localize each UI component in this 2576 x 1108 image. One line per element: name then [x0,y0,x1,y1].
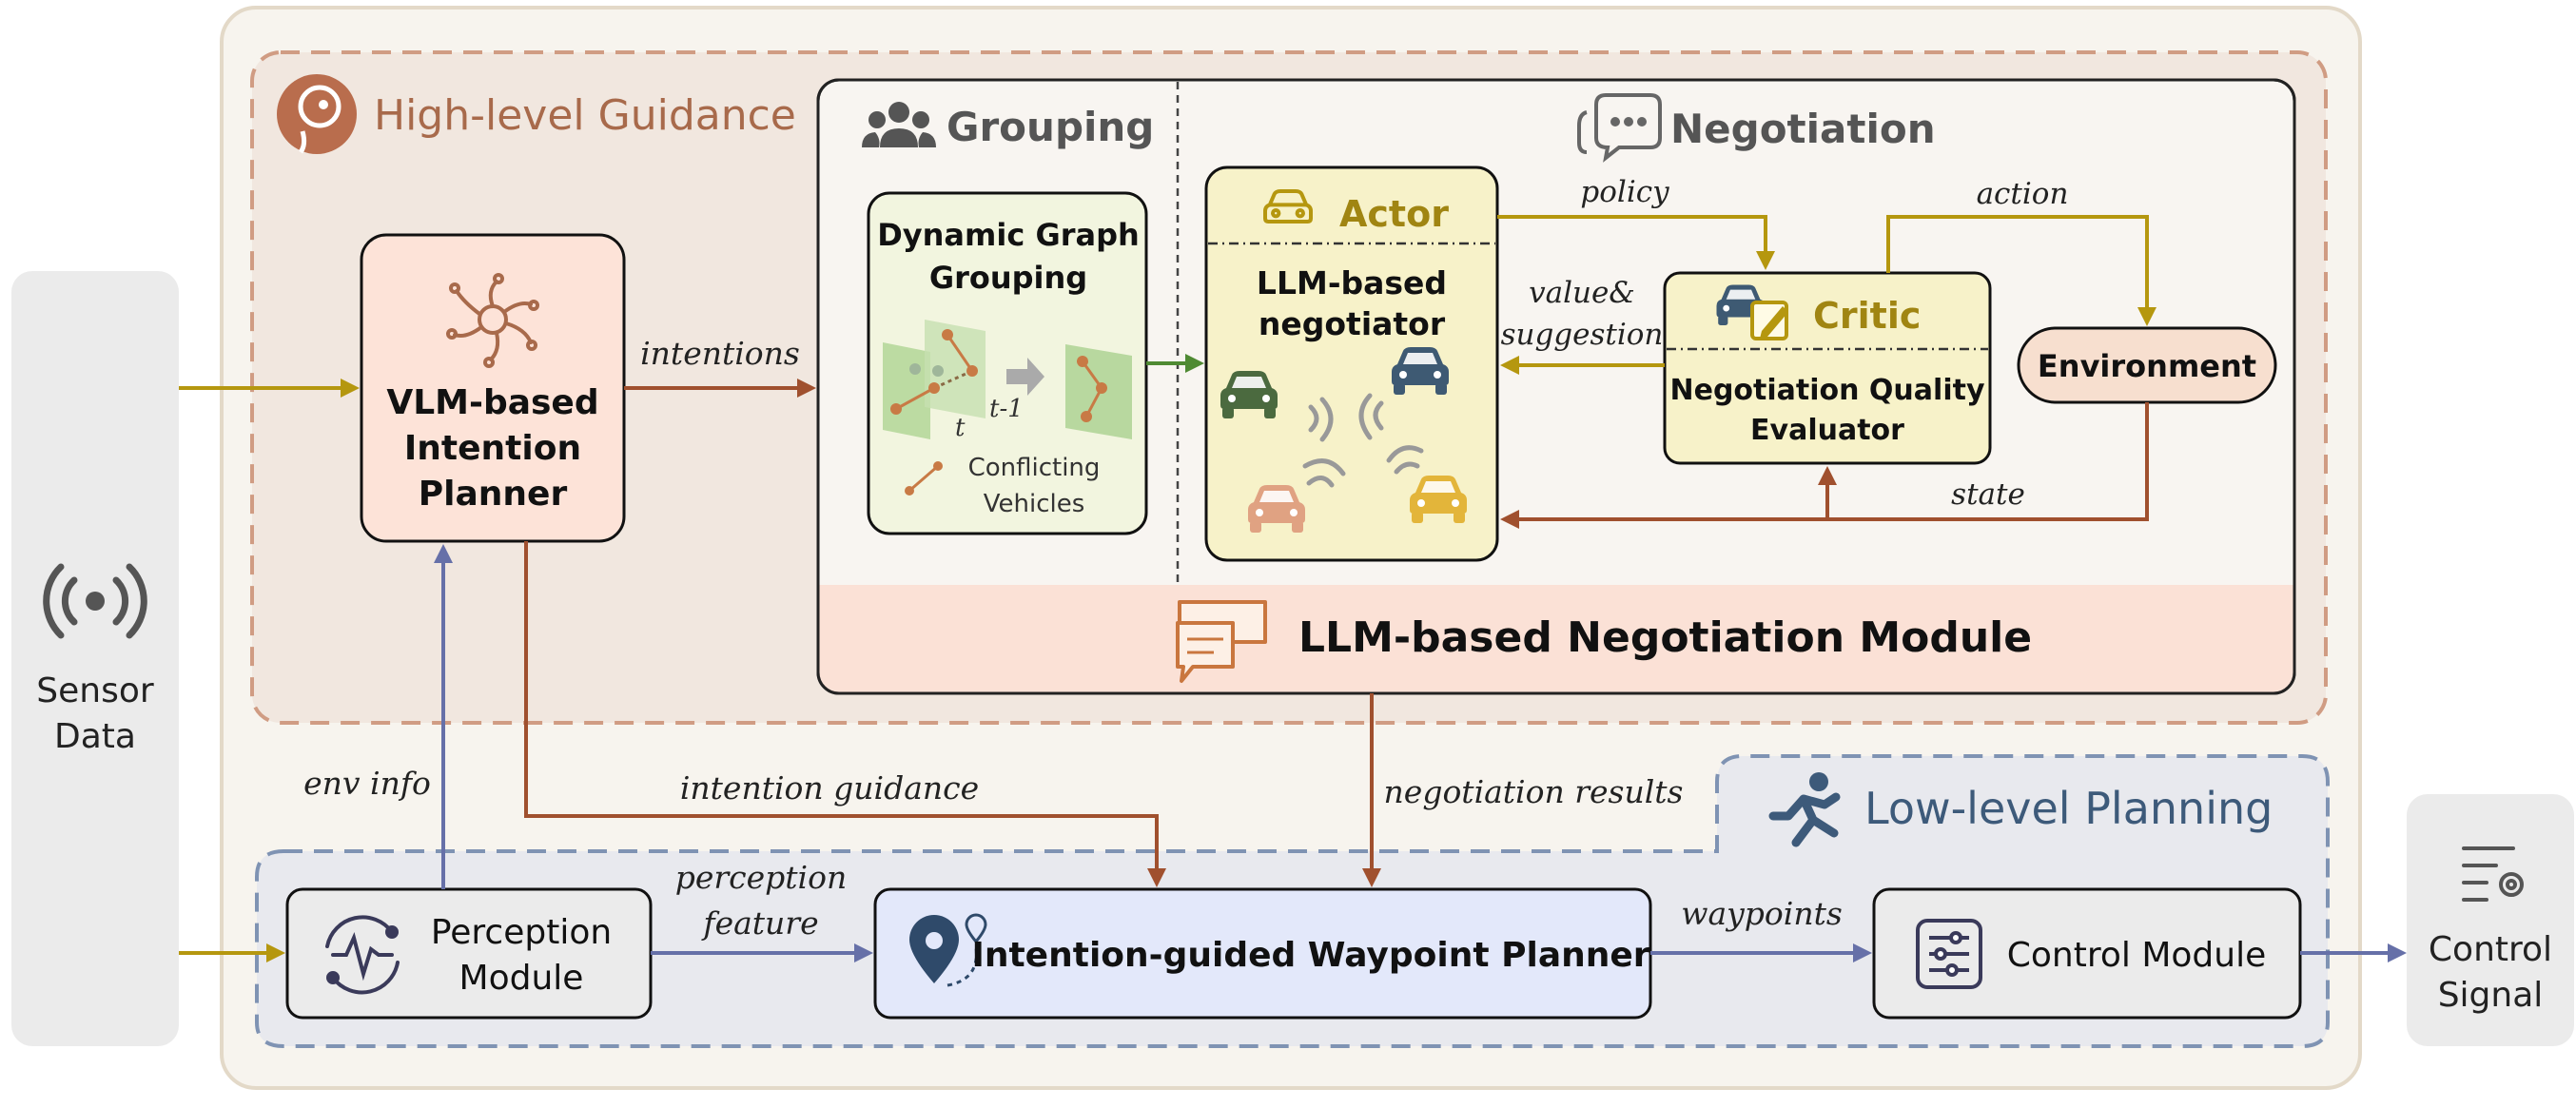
planner-line2: Intention [404,429,581,468]
sensor-label-line1: Sensor [36,671,154,710]
location-pin-icon [909,913,987,987]
low-level-title: Low-level Planning [1864,783,2273,834]
intention-guidance-arrow [524,541,1166,887]
edge-label-waypoints: waypoints [1681,895,1843,932]
thinking-person-icon [277,74,357,154]
edge-label-value: value& [1529,276,1635,310]
chat-bubble-icon [1577,93,1662,163]
edge-label-action: action [1977,177,2069,211]
negotiation-module-title: LLM-based Negotiation Module [1298,613,2032,662]
actor-title: Actor [1339,193,1449,235]
edge-label-intentions: intentions [640,335,800,372]
legend-line1: Conflicting [968,454,1101,482]
conflicting-vehicles-legend-icon [905,461,943,496]
edge-label-intention-guidance: intention guidance [680,769,979,807]
control-signal-line2: Signal [2438,976,2544,1015]
edge-label-suggestion: suggestion [1501,318,1664,352]
edit-icon [1750,301,1788,340]
group-icon [862,102,936,147]
signal-waves-icon [1302,393,1424,488]
negotiation-module-border [816,78,2296,695]
perception-wave-icon [325,915,400,995]
running-person-icon [1768,772,1841,847]
settings-doc-icon [2462,846,2524,902]
edge-label-feature: feature [700,904,818,942]
legend-line2: Vehicles [984,490,1085,518]
planner-line3: Planner [419,475,568,514]
policy-arrow [1497,215,1775,270]
grouping-title: Grouping [946,104,1154,150]
edge-label-state: state [1951,477,2025,512]
signal-icon [43,563,147,639]
grouping-box-line2: Grouping [929,260,1087,296]
edge-label-negotiation-results: negotiation results [1384,773,1684,810]
critic-line2: Evaluator [1750,414,1904,447]
network-hub-icon [446,273,539,368]
critic-title: Critic [1813,295,1921,337]
edge-label-policy: policy [1580,175,1669,209]
control-signal-panel [2407,794,2574,1046]
sensor-label-line2: Data [54,717,136,756]
waypoint-planner-label: Intention-guided Waypoint Planner [971,936,1649,975]
perception-line1: Perception [431,913,612,952]
actor-line2: negotiator [1259,305,1446,342]
critic-line1: Negotiation Quality [1669,374,1984,407]
messages-icon [1176,600,1267,683]
grouping-box-line1: Dynamic Graph [877,217,1140,253]
car-icon [1262,188,1314,224]
planner-line1: VLM-based [386,383,598,422]
high-level-title: High-level Guidance [374,91,796,140]
sensor-data-panel [11,271,179,1046]
control-module-label: Control Module [2007,936,2266,975]
actor-box [1204,165,1499,562]
perception-line2: Module [459,959,584,998]
graph-frame-t-1 [1065,344,1132,439]
edge-label-perception: perception [675,859,848,896]
sliders-icon [1916,919,1982,989]
state-arrow [1500,402,2149,529]
action-arrow [1886,215,2156,326]
control-signal-line1: Control [2429,930,2552,969]
graph-frame-t [883,320,986,439]
critic-box [1663,271,1992,465]
graph-time-t-1: t-1 [989,395,1024,423]
graph-time-t: t [955,414,966,442]
actor-line1: LLM-based [1257,264,1447,301]
negotiation-title: Negotiation [1670,106,1936,152]
environment-label: Environment [2038,348,2256,384]
grouping-transition-arrow [1006,358,1044,396]
edge-label-env-info: env info [303,765,431,802]
